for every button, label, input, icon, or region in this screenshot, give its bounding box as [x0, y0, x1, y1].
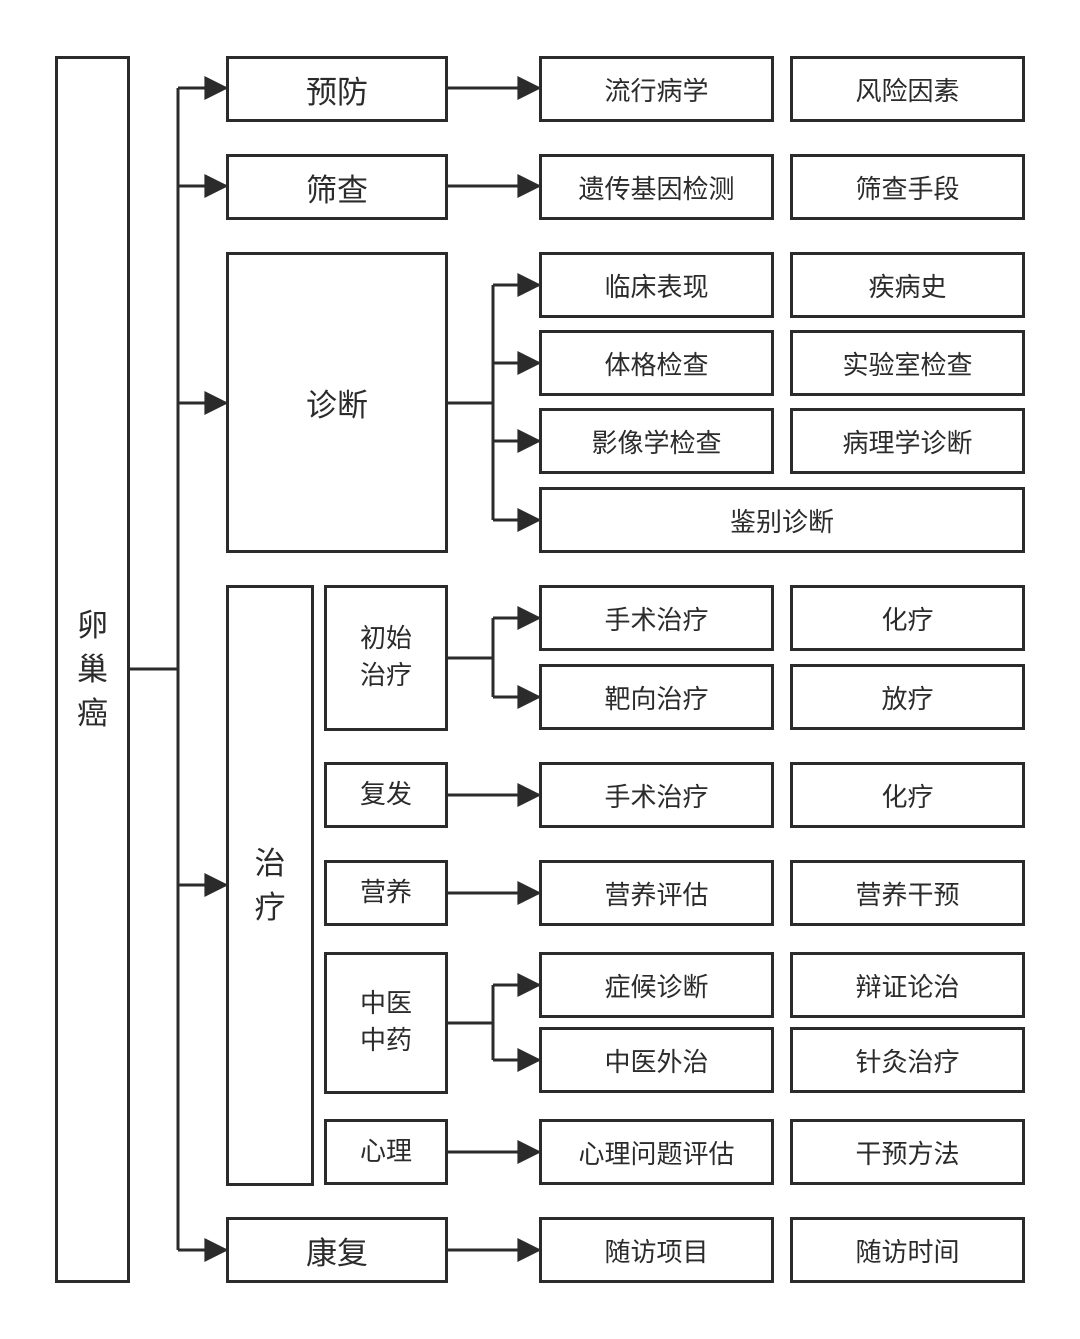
leaf-followup-items: 随访项目 — [539, 1217, 774, 1283]
psychology-node: 心理 — [324, 1119, 448, 1185]
leaf-epidemiology: 流行病学 — [539, 56, 774, 122]
treatment-node: 治疗 — [226, 585, 314, 1186]
leaf-followup-time: 随访时间 — [790, 1217, 1025, 1283]
leaf-clinical-presentation: 临床表现 — [539, 252, 774, 318]
leaf-intervention-methods: 干预方法 — [790, 1119, 1025, 1185]
leaf-medical-history: 疾病史 — [790, 252, 1025, 318]
leaf-syndrome-treatment: 辩证论治 — [790, 952, 1025, 1018]
leaf-tcm-external: 中医外治 — [539, 1027, 774, 1093]
screening-node: 筛查 — [226, 154, 448, 220]
leaf-imaging: 影像学检查 — [539, 408, 774, 474]
leaf-initial-chemo: 化疗 — [790, 585, 1025, 651]
leaf-pathology: 病理学诊断 — [790, 408, 1025, 474]
leaf-psych-assessment: 心理问题评估 — [539, 1119, 774, 1185]
leaf-syndrome-diagnosis: 症候诊断 — [539, 952, 774, 1018]
leaf-relapse-surgery: 手术治疗 — [539, 762, 774, 828]
leaf-initial-surgery: 手术治疗 — [539, 585, 774, 651]
leaf-nutrition-assessment: 营养评估 — [539, 860, 774, 926]
leaf-acupuncture: 针灸治疗 — [790, 1027, 1025, 1093]
leaf-nutrition-intervention: 营养干预 — [790, 860, 1025, 926]
leaf-targeted-therapy: 靶向治疗 — [539, 664, 774, 730]
leaf-genetic-testing: 遗传基因检测 — [539, 154, 774, 220]
tcm-node: 中医中药 — [324, 952, 448, 1094]
leaf-physical-exam: 体格检查 — [539, 330, 774, 396]
leaf-lab-tests: 实验室检查 — [790, 330, 1025, 396]
prevention-node: 预防 — [226, 56, 448, 122]
leaf-screening-methods: 筛查手段 — [790, 154, 1025, 220]
relapse-node: 复发 — [324, 762, 448, 828]
leaf-risk-factors: 风险因素 — [790, 56, 1025, 122]
diagnosis-node: 诊断 — [226, 252, 448, 553]
leaf-differential-diagnosis: 鉴别诊断 — [539, 487, 1025, 553]
leaf-radiotherapy: 放疗 — [790, 664, 1025, 730]
rehabilitation-node: 康复 — [226, 1217, 448, 1283]
root-node: 卵巢癌 — [55, 56, 130, 1283]
initial-treatment-node: 初始治疗 — [324, 585, 448, 731]
nutrition-node: 营养 — [324, 860, 448, 926]
leaf-relapse-chemo: 化疗 — [790, 762, 1025, 828]
